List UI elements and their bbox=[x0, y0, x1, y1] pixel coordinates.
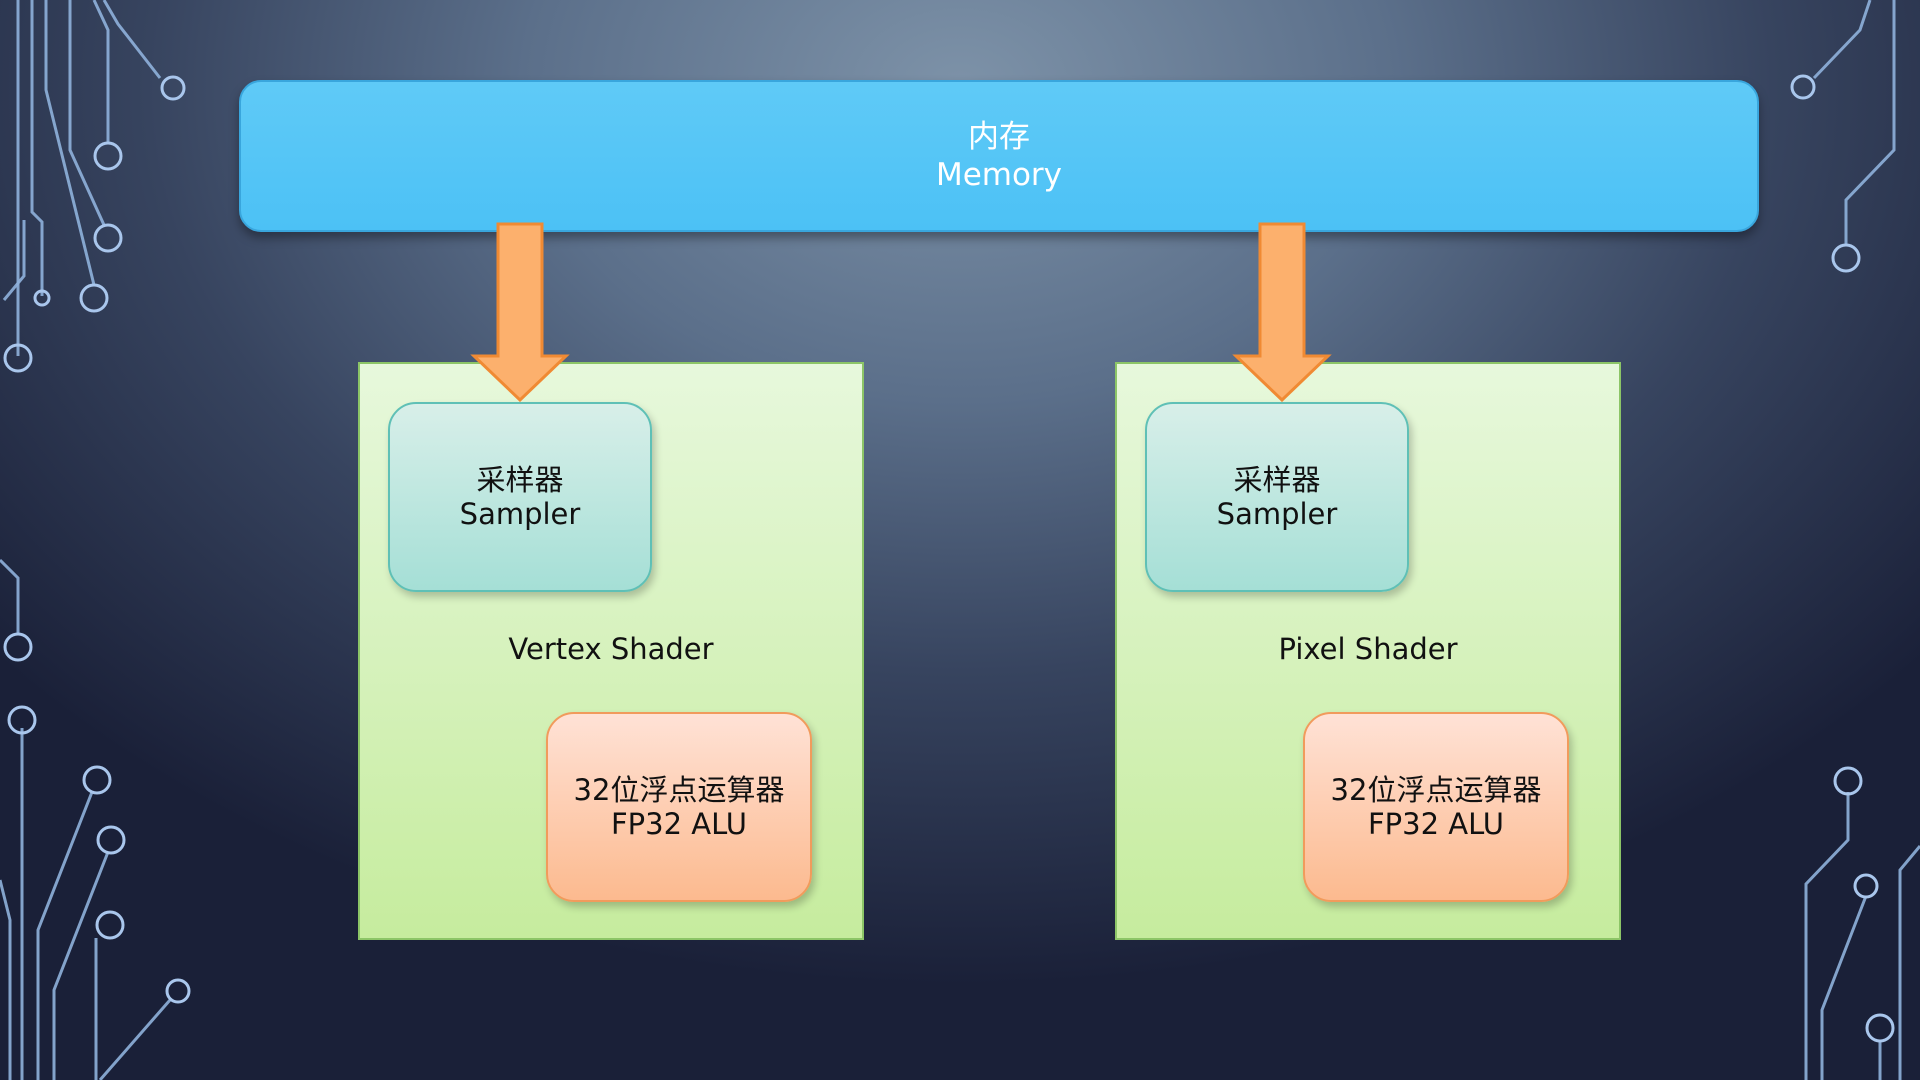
vertex-sampler-label-cn: 采样器 bbox=[476, 463, 564, 497]
memory-to-vertex-arrow-icon bbox=[470, 222, 570, 402]
pixel-shader-label: Pixel Shader bbox=[1278, 632, 1458, 666]
vertex-shader-label: Vertex Shader bbox=[508, 632, 714, 666]
pixel-sampler-label-en: Sampler bbox=[1216, 497, 1338, 531]
pixel-alu-label-cn: 32位浮点运算器 bbox=[1330, 773, 1542, 807]
pixel-alu-block: 32位浮点运算器 FP32 ALU bbox=[1303, 712, 1569, 902]
vertex-sampler-block: 采样器 Sampler bbox=[388, 402, 652, 592]
pixel-sampler-block: 采样器 Sampler bbox=[1145, 402, 1409, 592]
memory-to-pixel-arrow-icon bbox=[1232, 222, 1332, 402]
vertex-alu-label-en: FP32 ALU bbox=[610, 807, 748, 841]
pixel-shader-block: 采样器 Sampler Pixel Shader 32位浮点运算器 FP32 A… bbox=[1115, 362, 1621, 940]
pixel-alu-label-en: FP32 ALU bbox=[1367, 807, 1505, 841]
memory-title-cn: 内存 bbox=[968, 119, 1030, 155]
memory-block: 内存 Memory bbox=[239, 80, 1759, 232]
vertex-shader-block: 采样器 Sampler Vertex Shader 32位浮点运算器 FP32 … bbox=[358, 362, 864, 940]
memory-title-en: Memory bbox=[935, 157, 1063, 193]
pixel-sampler-label-cn: 采样器 bbox=[1233, 463, 1321, 497]
vertex-alu-label-cn: 32位浮点运算器 bbox=[573, 773, 785, 807]
vertex-alu-block: 32位浮点运算器 FP32 ALU bbox=[546, 712, 812, 902]
vertex-sampler-label-en: Sampler bbox=[459, 497, 581, 531]
